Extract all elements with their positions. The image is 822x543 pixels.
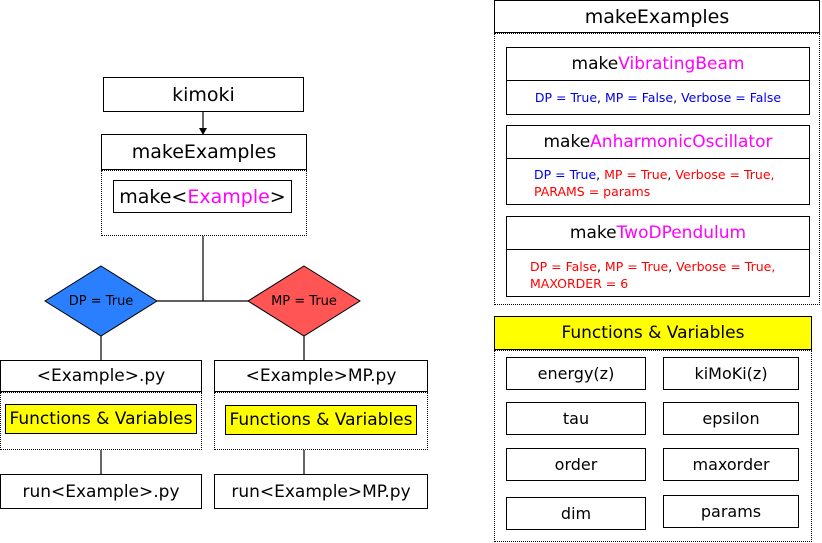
make-example-prefix: make< [119, 185, 188, 208]
functions-variables-container [494, 350, 812, 542]
twod-prefix: make [569, 223, 617, 243]
vibrating-beam-params: DP = True, MP = False, Verbose = False [506, 89, 810, 106]
right-make-examples-container [494, 33, 820, 305]
vibrating-beam-name: VibratingBeam [618, 54, 745, 74]
make-examples-title: makeExamples [101, 134, 307, 170]
twod-mp: MP = True [604, 259, 669, 274]
dp-diamond-label: DP = True [68, 293, 134, 309]
vibrating-sep2: , [673, 90, 682, 105]
vibrating-beam-prefix: make [571, 54, 619, 74]
anharmonic-params: DP = True, MP = True, Verbose = True, PA… [534, 166, 806, 200]
make-examples-container [101, 170, 307, 236]
anharmonic-sep2: , [667, 167, 676, 182]
vibrating-dp: DP = True [534, 90, 598, 105]
mp-diamond-label: MP = True [271, 293, 337, 309]
make-example-suffix: > [269, 185, 286, 208]
anharmonic-name: AnharmonicOscillator [590, 132, 773, 152]
dp-diamond [44, 265, 158, 337]
vibrating-verbose: Verbose = False [681, 90, 782, 105]
twod-pendulum-params: DP = False, MP = True, Verbose = True, M… [530, 258, 806, 292]
example-py-functions: Functions & Variables [5, 404, 197, 434]
item-maxorder: maxorder [663, 448, 799, 481]
item-order: order [506, 448, 646, 481]
right-make-examples-title: makeExamples [494, 0, 820, 33]
run-example-mp-box: run<Example>MP.py [214, 474, 428, 509]
example-mp-py-functions: Functions & Variables [225, 405, 417, 435]
item-dim: dim [506, 497, 646, 530]
twod-sep2: , [668, 259, 677, 274]
make-example-name: Example [187, 185, 270, 208]
twod-name: TwoDPendulum [616, 223, 747, 243]
anharmonic-params-value: PARAMS = params [534, 184, 651, 199]
item-kimoki: kiMoKi(z) [663, 357, 799, 390]
item-tau: tau [506, 402, 646, 435]
example-mp-py-title: <Example>MP.py [214, 360, 428, 392]
mp-diamond [247, 265, 361, 337]
anharmonic-sep1: , [596, 167, 605, 182]
vibrating-sep1: , [597, 90, 605, 105]
twod-verbose: Verbose = True, [676, 259, 776, 274]
anharmonic-dp: DP = True [534, 167, 597, 182]
kimoki-box: kimoki [103, 77, 304, 112]
vibrating-mp: MP = False [605, 90, 674, 105]
functions-variables-title: Functions & Variables [494, 316, 812, 350]
example-py-container [0, 392, 202, 450]
item-energy: energy(z) [506, 357, 646, 390]
arrow-head [199, 128, 207, 135]
example-mp-py-container [214, 392, 428, 450]
make-example-box: make<Example> [113, 180, 292, 213]
anharmonic-prefix: make [543, 132, 591, 152]
item-epsilon: epsilon [663, 402, 799, 435]
twod-maxorder: MAXORDER = 6 [530, 276, 629, 291]
item-params: params [663, 495, 799, 528]
example-py-title: <Example>.py [0, 360, 202, 392]
anharmonic-mp: MP = True [604, 167, 668, 182]
anharmonic-verbose: Verbose = True, [675, 167, 775, 182]
twod-dp: DP = False [530, 259, 597, 274]
twod-sep1: , [596, 259, 605, 274]
run-example-box: run<Example>.py [0, 474, 202, 509]
